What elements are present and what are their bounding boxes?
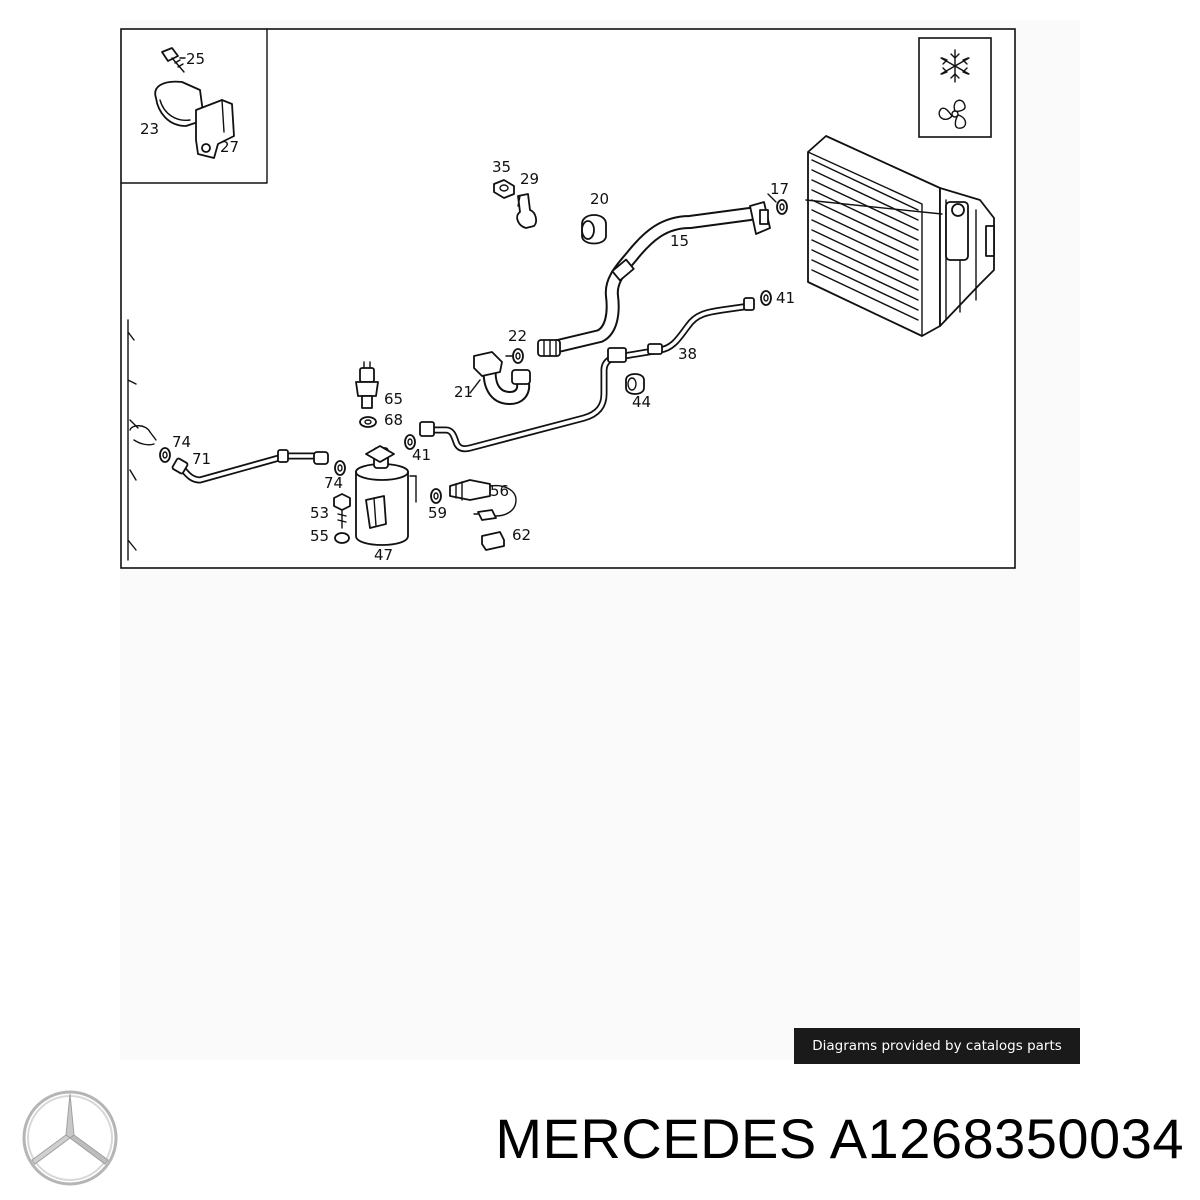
callout-47: 47 [374, 546, 393, 564]
callout-59: 59 [428, 504, 447, 522]
callout-15: 15 [670, 232, 689, 250]
callout-21: 21 [454, 383, 473, 401]
bolt-25 [161, 47, 186, 73]
switch-65 [355, 361, 379, 409]
fitting-15-end [537, 339, 561, 357]
callout-53: 53 [310, 504, 329, 522]
credit-text: Diagrams provided by catalogs parts [812, 1038, 1062, 1054]
callout-23: 23 [140, 120, 159, 138]
nut-35 [493, 179, 515, 199]
callout-35: 35 [492, 158, 511, 176]
washer-74-right [334, 460, 346, 476]
callout-labels: 25 23 27 35 29 20 17 15 41 22 38 21 44 6… [140, 50, 795, 564]
condenser [807, 135, 995, 337]
hose-15 [551, 201, 771, 353]
grommet-44 [625, 373, 645, 395]
callout-56: 56 [490, 482, 509, 500]
callout-65: 65 [384, 390, 403, 408]
callout-41-left: 41 [412, 446, 431, 464]
line-71 [171, 449, 329, 484]
callout-74-right: 74 [324, 474, 343, 492]
leader-lines [469, 193, 943, 394]
callout-29: 29 [520, 170, 539, 188]
connector-62 [481, 531, 505, 551]
clip-29 [516, 193, 537, 229]
callout-41-right: 41 [776, 289, 795, 307]
callout-71: 71 [192, 450, 211, 468]
callout-38: 38 [678, 345, 697, 363]
washer-74-left [159, 447, 171, 463]
sensor-56 [449, 479, 517, 521]
washer-68 [359, 416, 377, 428]
part-title: MERCEDES A1268350034 [495, 1107, 1184, 1170]
receiver-drier-47 [355, 445, 417, 546]
callout-68: 68 [384, 411, 403, 429]
callout-17: 17 [770, 180, 789, 198]
washer-41-right [760, 290, 772, 306]
callout-55: 55 [310, 527, 329, 545]
bolt-53 [333, 493, 351, 529]
credit-banner: Diagrams provided by catalogs parts [794, 1028, 1080, 1064]
washer-59 [430, 488, 442, 504]
grommet-20 [581, 214, 607, 245]
inset-box [120, 28, 268, 184]
snowflake-icon [940, 49, 970, 83]
washer-22 [512, 348, 524, 364]
washer-55 [334, 532, 350, 544]
callout-44: 44 [632, 393, 651, 411]
callout-25: 25 [186, 50, 205, 68]
washer-41-left [404, 434, 416, 450]
callout-20: 20 [590, 190, 609, 208]
callout-27: 27 [220, 138, 239, 156]
line-38 [419, 297, 755, 453]
clamp-23 [154, 80, 205, 127]
callout-22: 22 [508, 327, 527, 345]
bracket-27 [195, 99, 235, 159]
left-edge-component [127, 319, 157, 561]
fan-icon [938, 99, 967, 129]
washer-17 [776, 199, 788, 215]
mercedes-star-icon [22, 1090, 118, 1186]
callout-62: 62 [512, 526, 531, 544]
hose-21 [473, 351, 531, 405]
callout-74-left: 74 [172, 433, 191, 451]
